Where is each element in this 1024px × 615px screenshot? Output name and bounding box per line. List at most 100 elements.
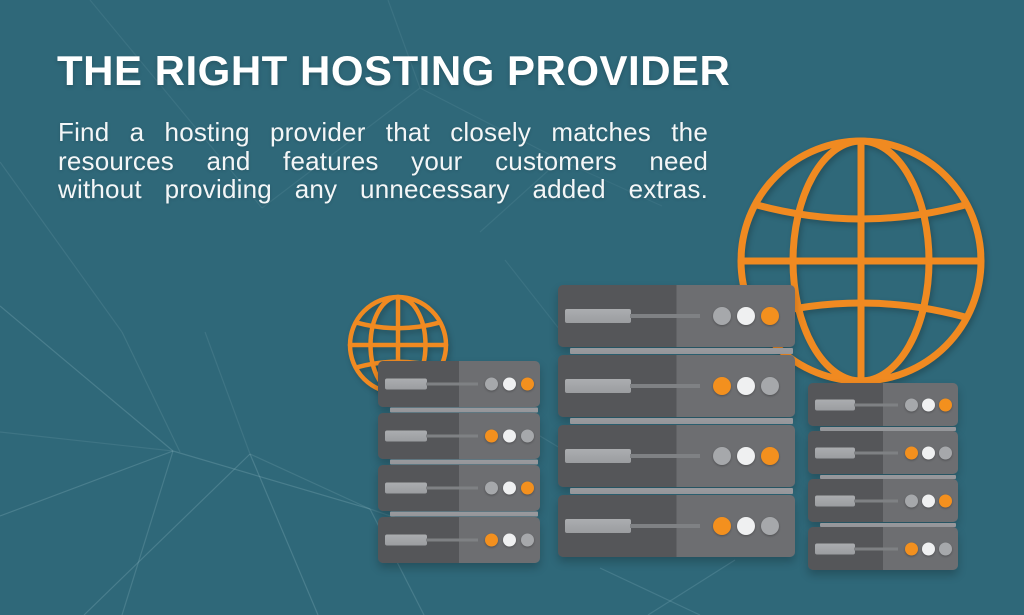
server-drive-slot — [385, 482, 427, 494]
server-slot-line — [630, 384, 700, 388]
status-led-white — [922, 494, 935, 507]
status-led-white — [737, 517, 755, 535]
status-led-group — [485, 429, 534, 443]
status-led-gray — [939, 446, 952, 459]
rack-connector — [808, 426, 958, 431]
rack-connector-bar — [570, 418, 793, 424]
server-drive-slot — [565, 449, 631, 463]
server-slot-line — [426, 382, 478, 386]
server-slot-line — [426, 486, 478, 490]
status-led-gray — [905, 494, 918, 507]
description-line: without providing any unnecessary added … — [58, 174, 708, 204]
server-unit — [808, 431, 958, 474]
status-led-white — [922, 398, 935, 411]
server-drive-slot — [385, 430, 427, 442]
rack-connector-bar — [820, 426, 956, 431]
rack-connector-bar — [570, 348, 793, 354]
status-led-gray — [485, 481, 498, 495]
status-led-gray — [521, 533, 534, 547]
server-drive-slot — [565, 519, 631, 533]
server-slot-line — [630, 524, 700, 528]
status-led-white — [503, 429, 516, 443]
rack-connector-bar — [390, 407, 538, 413]
status-led-group — [905, 446, 952, 459]
status-led-orange — [905, 446, 918, 459]
server-unit — [378, 465, 540, 511]
rack-connector — [558, 487, 795, 495]
rack-connector-bar — [390, 459, 538, 465]
status-led-orange — [521, 377, 534, 391]
server-unit — [558, 495, 795, 557]
server-rack-left — [378, 361, 540, 563]
status-led-orange — [761, 307, 779, 325]
server-unit — [558, 355, 795, 417]
server-slot-line — [426, 434, 478, 438]
status-led-orange — [713, 377, 731, 395]
status-led-orange — [485, 429, 498, 443]
server-drive-slot — [385, 534, 427, 546]
rack-connector — [378, 511, 540, 517]
server-rack-right — [808, 383, 958, 570]
status-led-group — [905, 542, 952, 555]
rack-connector-bar — [390, 511, 538, 517]
description-line: Find a hosting provider that closely mat… — [58, 117, 708, 147]
status-led-group — [905, 398, 952, 411]
status-led-orange — [521, 481, 534, 495]
status-led-gray — [761, 377, 779, 395]
server-drive-slot — [565, 309, 631, 323]
status-led-white — [503, 377, 516, 391]
status-led-group — [713, 517, 779, 535]
server-slot-line — [854, 547, 898, 550]
large-globe-icon — [737, 137, 985, 385]
status-led-orange — [905, 542, 918, 555]
description-line: resources and features your customers ne… — [58, 145, 708, 176]
status-led-white — [503, 533, 516, 547]
rack-connector — [378, 459, 540, 465]
server-drive-slot — [815, 495, 855, 506]
status-led-group — [713, 447, 779, 465]
status-led-orange — [713, 517, 731, 535]
status-led-group — [485, 533, 534, 547]
server-unit — [558, 285, 795, 347]
server-slot-line — [854, 451, 898, 454]
status-led-gray — [761, 517, 779, 535]
server-drive-slot — [815, 399, 855, 410]
status-led-orange — [761, 447, 779, 465]
status-led-gray — [713, 307, 731, 325]
server-unit — [558, 425, 795, 487]
server-slot-line — [426, 538, 478, 542]
status-led-orange — [939, 398, 952, 411]
status-led-white — [503, 481, 516, 495]
rack-connector — [808, 522, 958, 527]
server-drive-slot — [565, 379, 631, 393]
rack-connector-bar — [820, 474, 956, 479]
status-led-white — [922, 446, 935, 459]
status-led-white — [737, 447, 755, 465]
server-rack-middle — [558, 285, 795, 557]
server-slot-line — [854, 499, 898, 502]
server-drive-slot — [815, 447, 855, 458]
rack-connector-bar — [820, 522, 956, 527]
status-led-orange — [939, 494, 952, 507]
status-led-white — [922, 542, 935, 555]
page-description: Find a hosting provider that closely mat… — [58, 118, 708, 204]
status-led-group — [713, 307, 779, 325]
status-led-group — [485, 481, 534, 495]
server-slot-line — [854, 403, 898, 406]
server-unit — [808, 383, 958, 426]
page-title: THE RIGHT HOSTING PROVIDER — [57, 47, 731, 94]
status-led-gray — [485, 377, 498, 391]
server-drive-slot — [815, 543, 855, 554]
rack-connector — [808, 474, 958, 479]
status-led-gray — [521, 429, 534, 443]
rack-connector-bar — [570, 488, 793, 494]
status-led-gray — [713, 447, 731, 465]
server-unit — [378, 413, 540, 459]
status-led-white — [737, 307, 755, 325]
status-led-orange — [485, 533, 498, 547]
rack-connector — [558, 347, 795, 355]
status-led-group — [713, 377, 779, 395]
server-unit — [378, 517, 540, 563]
rack-connector — [558, 417, 795, 425]
